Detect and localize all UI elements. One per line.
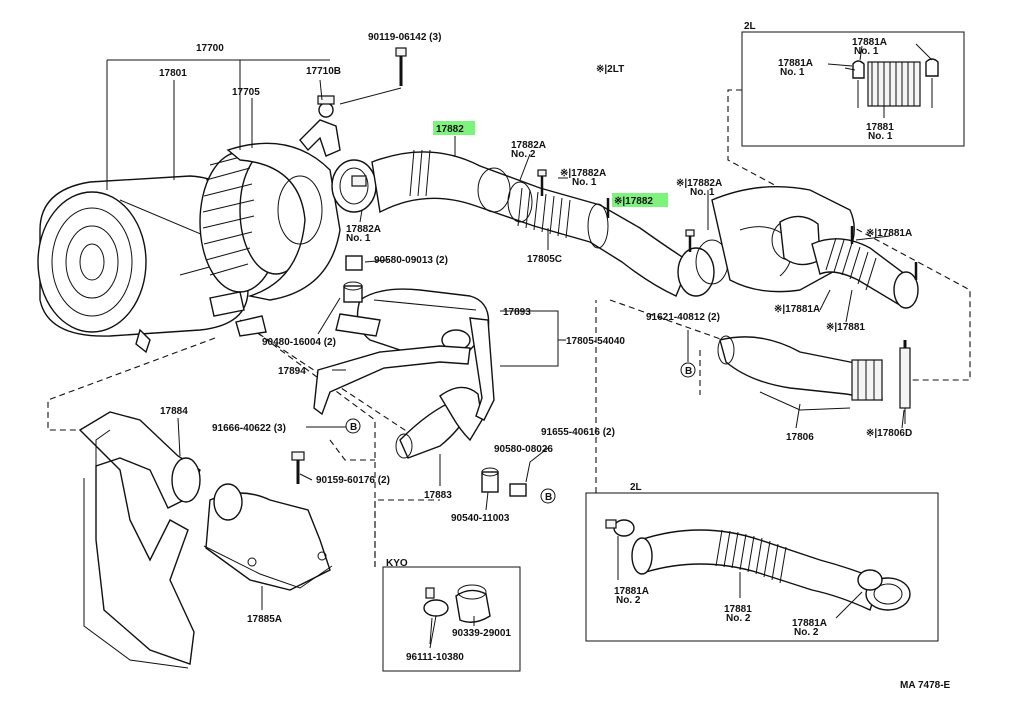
label-17700: 17700 xyxy=(196,43,224,54)
air-cleaner-assembly xyxy=(37,47,407,354)
label-17882a-right: ※|17882A xyxy=(676,178,722,189)
label-17882a-left-sub: No. 1 xyxy=(346,233,371,244)
label-90339: 90339-29001 xyxy=(452,628,511,639)
label-90540: 90540-11003 xyxy=(451,513,510,524)
highlight-17882-main xyxy=(433,121,475,135)
label-2l-bottom: 2L xyxy=(630,482,642,493)
label-17884: 17884 xyxy=(160,406,188,417)
label-17882-b: ※|17882 xyxy=(614,196,653,207)
label-bot-17881a-b: 17881A xyxy=(792,618,827,629)
label-bot-17881a-a-sub: No. 2 xyxy=(616,595,641,606)
label-17806: 17806 xyxy=(786,432,814,443)
label-b-1: B xyxy=(350,422,357,433)
turbo-housing xyxy=(711,185,919,309)
inset-2l-bottom xyxy=(585,300,939,642)
label-90159: 90159-60176 (2) xyxy=(316,475,390,486)
label-96111: 96111-10380 xyxy=(406,652,464,663)
label-17882a-no1-sub: No. 1 xyxy=(572,177,597,188)
leader-lines xyxy=(106,43,933,645)
label-90480: 90480-16004 (2) xyxy=(262,337,336,348)
label-17881a-right: ※|17881A xyxy=(866,228,912,239)
label-17882a-no1: ※|17882A xyxy=(560,168,606,179)
label-top-17881: 17881 xyxy=(866,122,894,133)
label-17883: 17883 xyxy=(424,490,452,501)
label-top-17881a-a: 17881A xyxy=(778,58,813,69)
label-17885a: 17885A xyxy=(247,614,282,625)
label-footer-code: MA 7478-E xyxy=(900,680,951,691)
label-17705: 17705 xyxy=(232,87,260,98)
label-91666: 91666-40622 (3) xyxy=(212,423,286,434)
label-91621: 91621-40812 (2) xyxy=(646,312,720,323)
part-labels: 17700 17801 17705 17710B 90119-06142 (3)… xyxy=(159,21,951,691)
resonator-17893 xyxy=(291,255,696,504)
label-91655: 91655-40616 (2) xyxy=(541,427,615,438)
label-90580-09013: 90580-09013 (2) xyxy=(374,255,448,266)
label-17805c: 17805C xyxy=(527,254,562,265)
label-17894: 17894 xyxy=(278,366,306,377)
label-90580-08026: 90580-08026 xyxy=(494,444,553,455)
label-top-17881-sub: No. 1 xyxy=(868,131,893,142)
inset-2l-top xyxy=(727,31,971,381)
label-17882a-right-sub: No. 1 xyxy=(690,187,715,198)
label-top-17881a-b-sub: No. 1 xyxy=(854,46,879,57)
highlight-17882-b xyxy=(612,193,668,207)
label-17881-right: ※|17881 xyxy=(826,322,865,333)
label-17881a-right2: ※|17881A xyxy=(774,304,820,315)
label-top-17881a-a-sub: No. 1 xyxy=(780,67,805,78)
label-b-2: B xyxy=(545,492,552,503)
label-bot-17881: 17881 xyxy=(724,604,752,615)
label-top-17881a-b: 17881A xyxy=(852,37,887,48)
label-kyo: KYO xyxy=(386,558,408,569)
label-17710B: 17710B xyxy=(306,66,341,77)
pipe-17806 xyxy=(717,335,911,424)
inset-kyo xyxy=(374,499,521,672)
label-b-3: B xyxy=(685,366,692,377)
label-17893: 17893 xyxy=(503,307,531,318)
label-90119: 90119-06142 (3) xyxy=(368,32,441,43)
label-17882a-left: 17882A xyxy=(346,224,381,235)
label-bot-17881a-a: 17881A xyxy=(614,586,649,597)
label-17805-54040: 17805-54040 xyxy=(566,336,625,347)
label-17882a-no2: 17882A xyxy=(511,140,546,151)
air-duct-17884 xyxy=(78,411,333,669)
label-17806d: ※|17806D xyxy=(866,428,912,439)
label-bot-17881a-b-sub: No. 2 xyxy=(794,627,819,638)
label-2l-top: 2L xyxy=(744,21,756,32)
label-17882a-no2-sub: No. 2 xyxy=(511,149,536,160)
label-17801: 17801 xyxy=(159,68,187,79)
intake-hose-assembly xyxy=(331,149,729,297)
label-2lt: ※|2LT xyxy=(596,64,624,75)
label-bot-17881-sub: No. 2 xyxy=(726,613,751,624)
label-17882-main: 17882 xyxy=(436,124,464,135)
